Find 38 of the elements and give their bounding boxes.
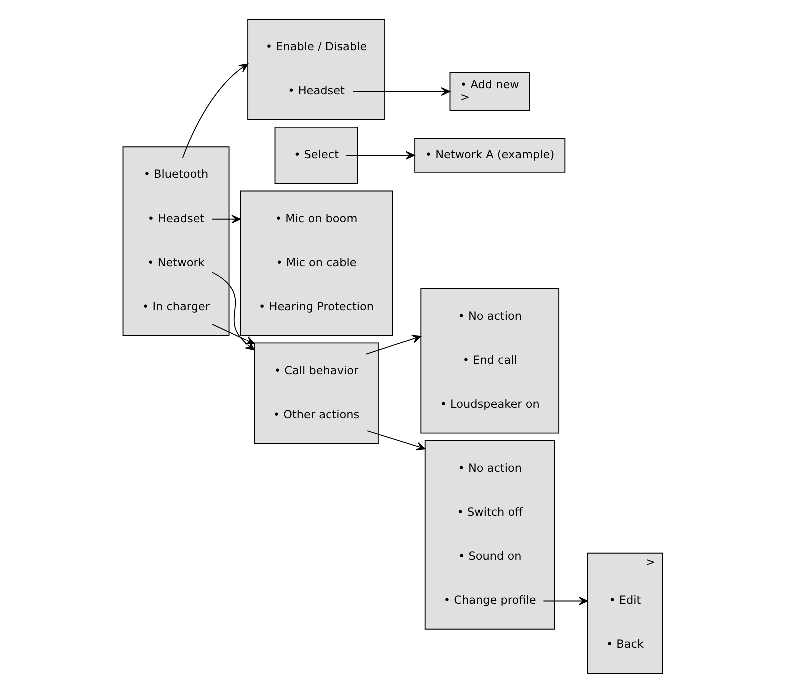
arrow	[212, 215, 241, 224]
node-text: • Mic on cable	[276, 256, 357, 270]
arrow	[367, 430, 426, 451]
node-text: • Hearing Protection	[259, 300, 374, 314]
arrow	[212, 324, 256, 345]
node-text: • Headset	[148, 212, 205, 226]
cluster	[240, 190, 393, 336]
cluster	[248, 19, 386, 120]
node-text: • Back	[606, 638, 644, 652]
node-text: • Mic on boom	[275, 212, 358, 226]
node-text: • In charger	[142, 300, 210, 314]
cluster	[122, 146, 230, 336]
node-text: • No action	[458, 462, 522, 475]
node-text: • Enable / Disable	[266, 40, 368, 54]
node-text: • Headset	[288, 84, 345, 98]
arrow	[352, 88, 451, 96]
node-text: • Other actions	[273, 408, 360, 422]
node-text: • End call	[462, 354, 518, 367]
node-text: • Select	[294, 148, 339, 162]
arrow	[182, 64, 249, 159]
cluster	[420, 288, 560, 434]
node-text: • Edit	[609, 594, 642, 608]
arrow	[366, 335, 422, 356]
node-text: • Loudspeaker on	[440, 398, 540, 412]
cluster	[274, 126, 358, 184]
node-text: • Call behavior	[274, 364, 359, 378]
cluster	[424, 440, 556, 630]
node-text: • Bluetooth	[144, 168, 209, 182]
node-box: • Add new >	[450, 72, 530, 111]
node-text: • Switch off	[457, 506, 523, 519]
node-box: • Network A (example)	[414, 138, 566, 173]
arrow	[346, 151, 416, 160]
node-text: • No action	[458, 310, 522, 323]
cluster	[254, 342, 379, 444]
node-text: • Network	[148, 256, 205, 270]
arrow	[543, 596, 588, 606]
node-text: • Sound on	[458, 550, 522, 564]
node-text: • Change profile	[444, 594, 536, 608]
